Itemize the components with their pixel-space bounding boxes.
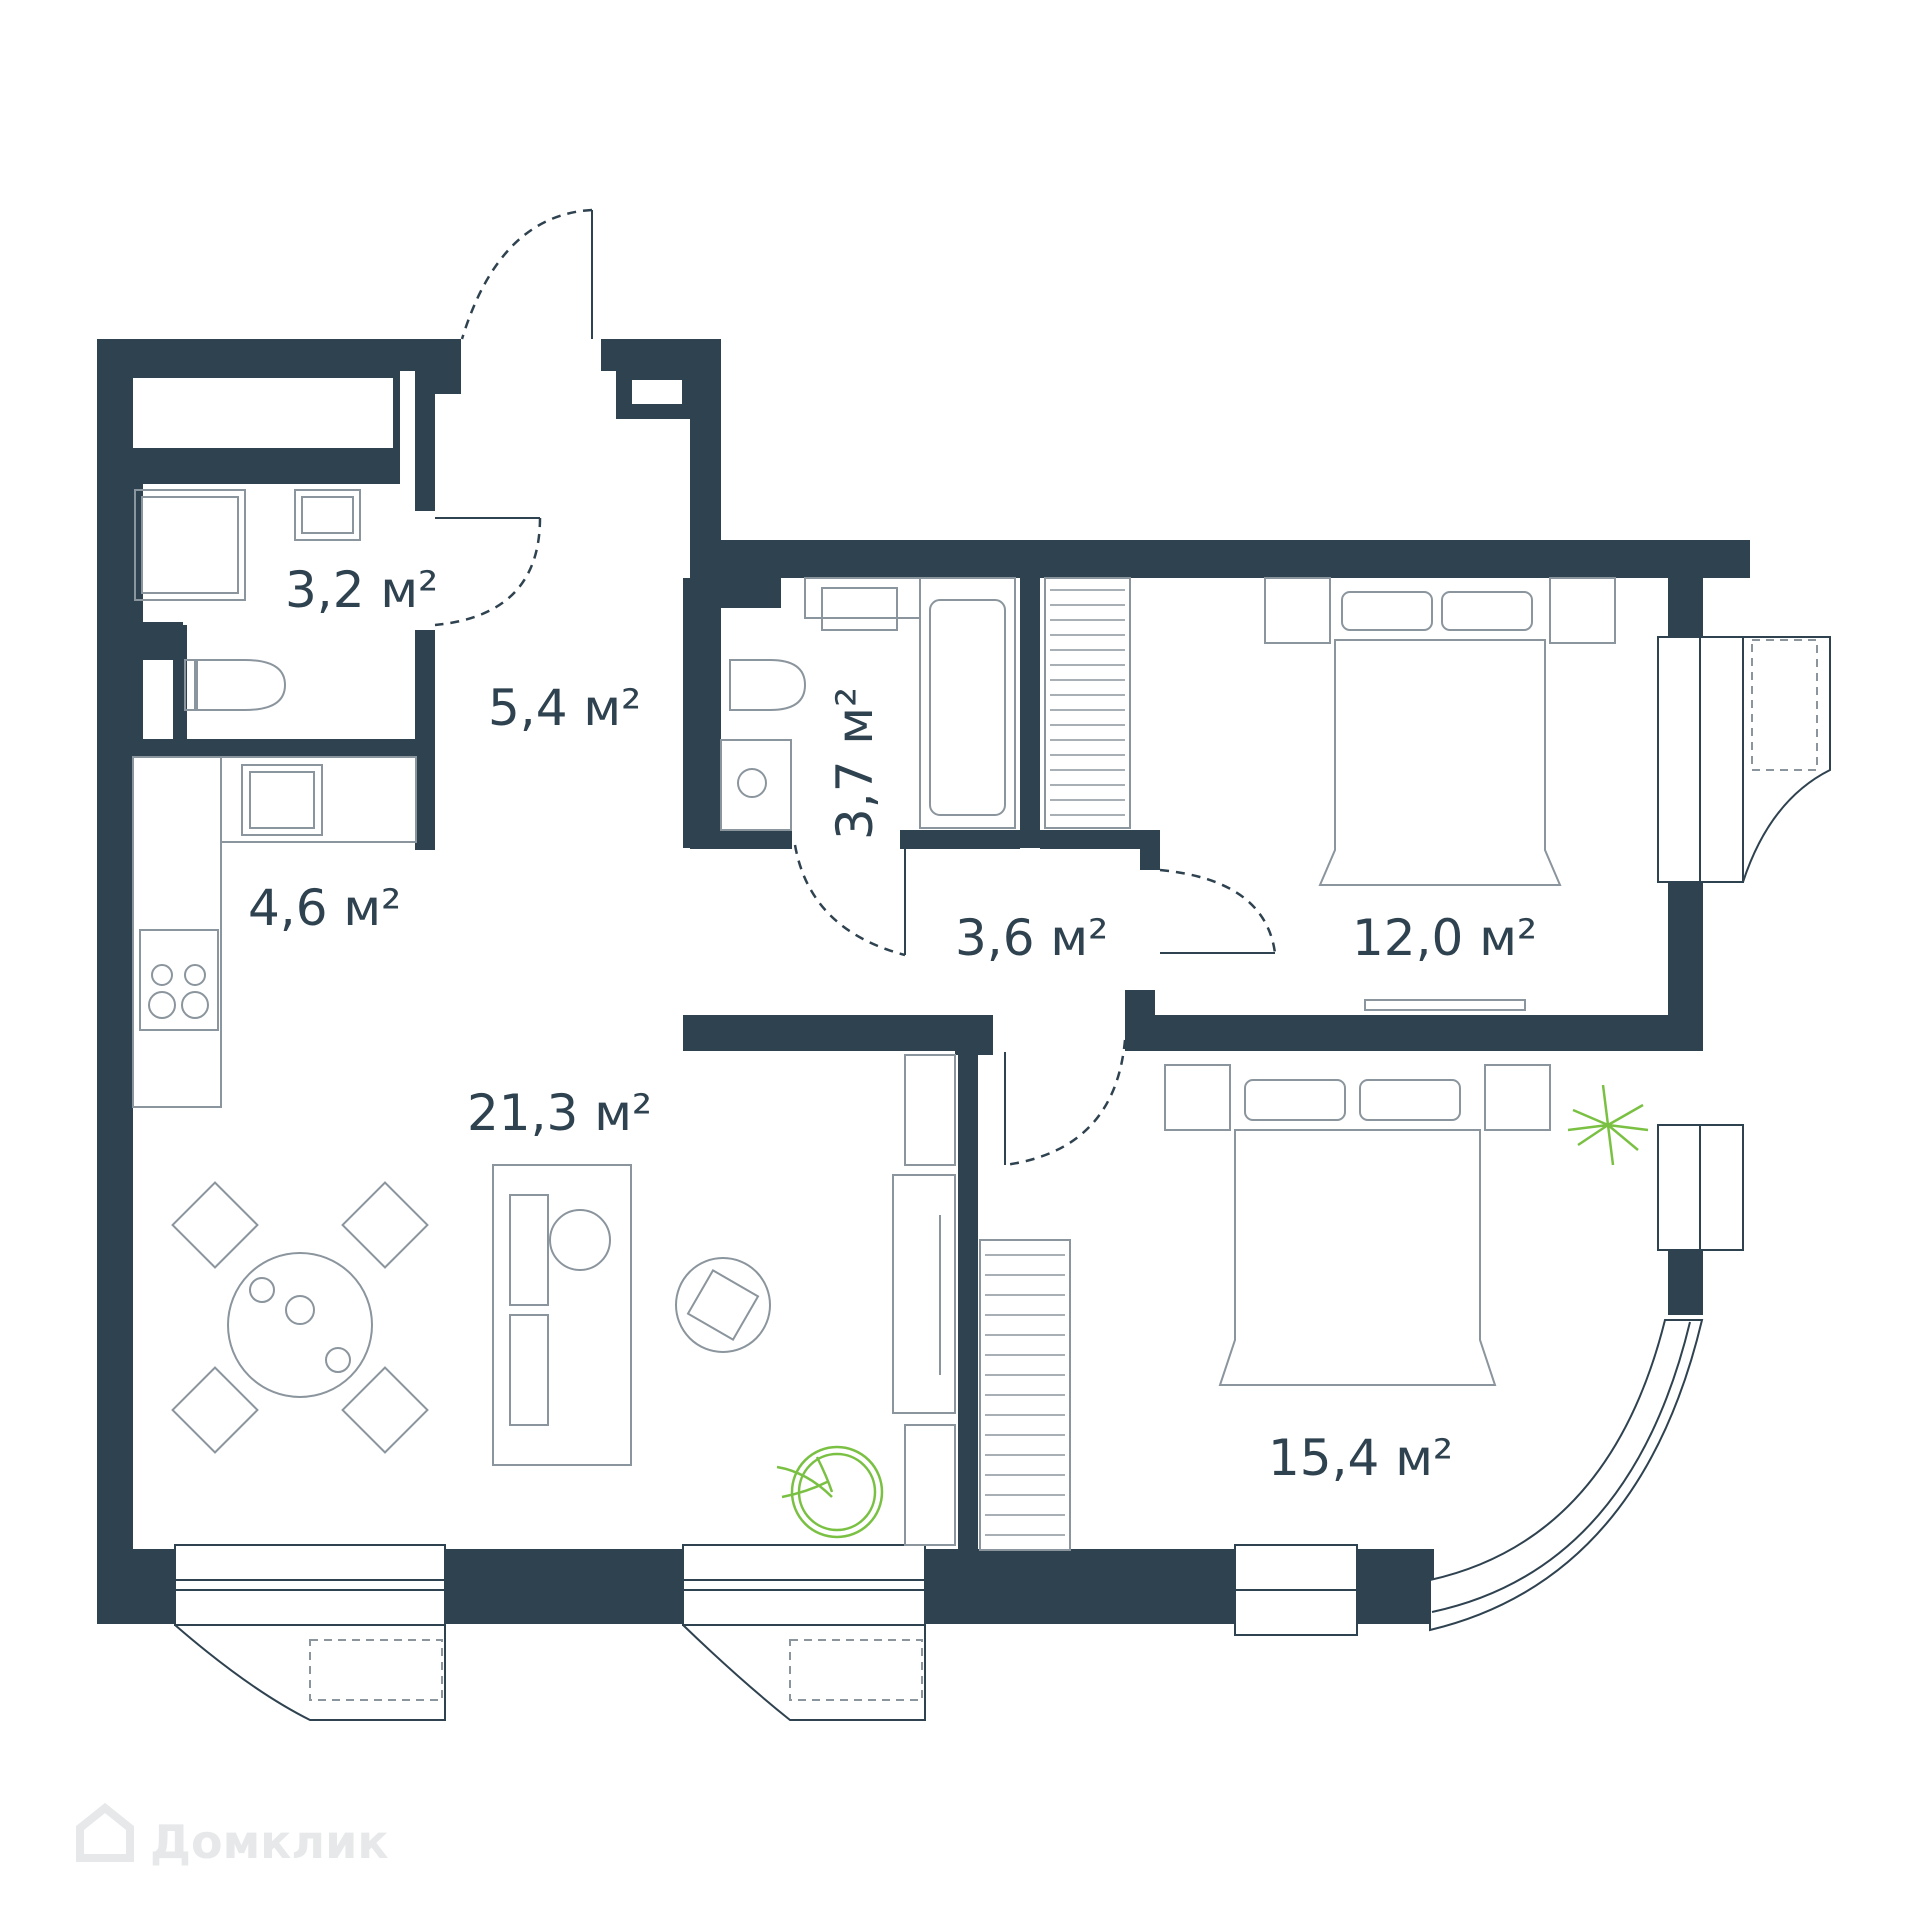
plant-icon bbox=[776, 1445, 884, 1539]
area-bedroom-bottom: 15,4 м² bbox=[1268, 1429, 1453, 1487]
wardrobe-top-hatching bbox=[1050, 589, 1125, 816]
area-bathroom-large: 3,7 м² bbox=[826, 687, 884, 840]
room-labels: 3,2 м² 5,4 м² 4,6 м² 3,7 м² 3,6 м² 12,0 … bbox=[248, 561, 1537, 1487]
area-bathroom-small: 3,2 м² bbox=[285, 561, 438, 619]
wardrobe-bottom-hatching bbox=[985, 1254, 1065, 1536]
plants bbox=[776, 1084, 1649, 1539]
area-living-room: 21,3 м² bbox=[467, 1084, 652, 1142]
furniture bbox=[132, 489, 1616, 1551]
watermark-text: Домклик bbox=[150, 1815, 389, 1869]
plant-icon bbox=[1567, 1084, 1649, 1166]
area-bedroom-top: 12,0 м² bbox=[1352, 909, 1537, 967]
area-kitchen: 4,6 м² bbox=[248, 879, 401, 937]
walls bbox=[97, 339, 1750, 1624]
area-hallway: 5,4 м² bbox=[488, 679, 641, 737]
doors bbox=[434, 208, 1277, 1167]
house-logo-icon bbox=[76, 1802, 134, 1862]
windows bbox=[174, 636, 1831, 1721]
watermark: Домклик bbox=[76, 1802, 389, 1869]
area-corridor: 3,6 м² bbox=[955, 909, 1108, 967]
